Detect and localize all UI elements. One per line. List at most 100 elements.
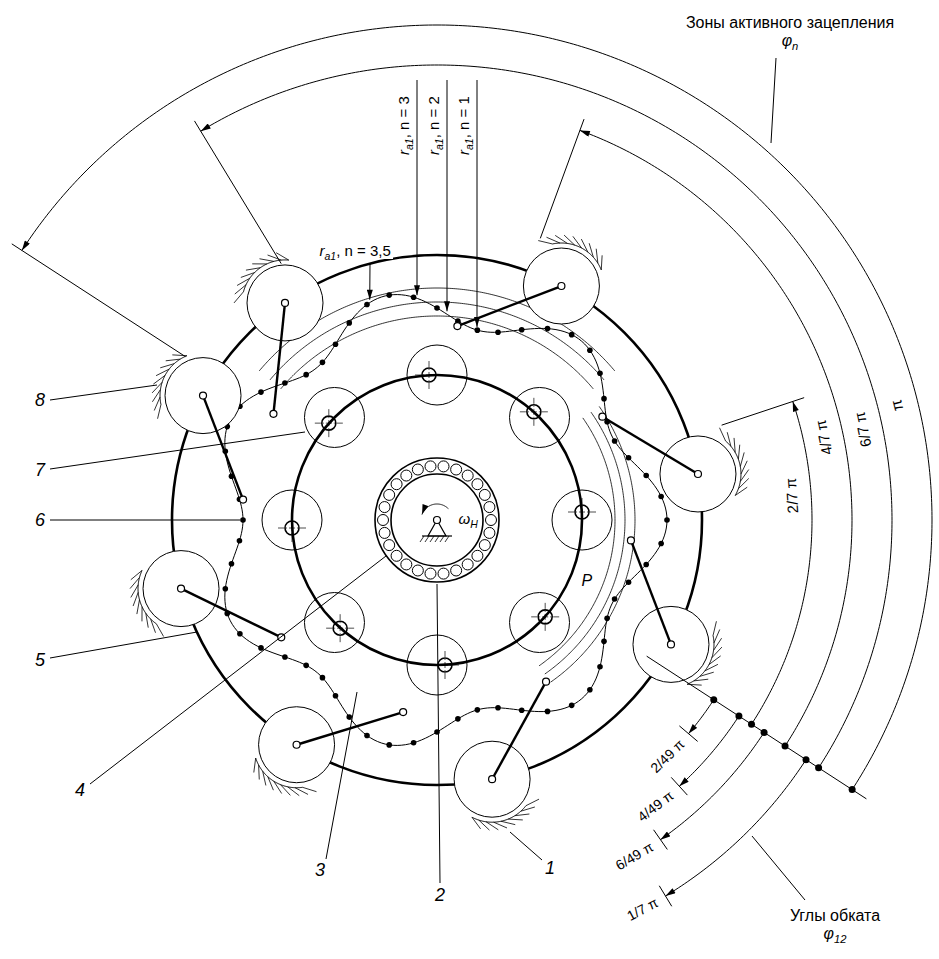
support-hatch <box>268 255 282 260</box>
text-run: a1 <box>432 138 444 150</box>
rolling-start-point <box>735 713 742 720</box>
lever-joint <box>627 537 634 544</box>
bearing-outer-ring <box>375 458 499 582</box>
profile-point <box>626 579 632 585</box>
profile-point <box>364 302 370 308</box>
text-run: Зоны активного зацепления <box>686 14 894 31</box>
roller-path-profile <box>225 295 667 746</box>
text-run: 2/49 π <box>647 736 687 776</box>
text-run: n <box>792 40 798 52</box>
profile-point <box>658 541 664 547</box>
support-hatch <box>501 821 515 824</box>
lever-arm <box>492 682 546 780</box>
support-hatch <box>521 807 535 811</box>
zone-arc <box>201 65 892 768</box>
pitch-arc <box>539 418 615 666</box>
roller-axis <box>667 641 674 648</box>
support-arc <box>243 260 288 292</box>
radius-label: ra1, n = 3,5 <box>318 242 393 259</box>
support-hatch <box>738 445 739 460</box>
fixed-roller <box>143 551 219 627</box>
leader-line <box>510 832 542 860</box>
support-hatch <box>280 785 290 796</box>
roller-axis <box>282 299 289 306</box>
support-arc <box>552 243 601 270</box>
profile-point <box>303 663 309 669</box>
profile-point <box>587 347 593 353</box>
support-hatch <box>246 268 260 270</box>
support-hatch <box>160 364 174 368</box>
text-run: , n = 3 <box>394 96 411 138</box>
support-hatch <box>714 629 720 642</box>
crank-arm <box>534 412 540 418</box>
lever-joint <box>400 709 407 716</box>
leader-line <box>50 520 240 521</box>
crank-arm <box>329 417 335 423</box>
roller-axis <box>178 585 185 592</box>
crank-arm <box>291 520 293 528</box>
text-run: 4/7 π <box>811 419 835 457</box>
leader-line <box>437 584 440 883</box>
text-run: 2 <box>435 885 445 905</box>
satellite-roller <box>304 387 364 447</box>
profile-point <box>587 687 593 693</box>
text-run: , n = 3,5 <box>336 242 391 259</box>
rolling-angle-arc <box>679 716 739 786</box>
lever-joint <box>543 678 550 685</box>
callout-number: 5 <box>33 650 47 671</box>
support-hatch <box>596 249 598 264</box>
profile-point <box>386 292 392 298</box>
profile-point <box>282 654 288 660</box>
bearing-ball <box>384 489 395 500</box>
outer-circle <box>172 255 702 785</box>
bearing-ball <box>378 515 389 526</box>
bearing-ball <box>462 470 473 481</box>
support-hatch <box>526 799 539 806</box>
profile-point <box>333 341 339 347</box>
profile-point <box>601 639 607 645</box>
callout-number: 4 <box>73 780 87 801</box>
support-hatch <box>303 787 317 791</box>
profile-point <box>519 707 525 713</box>
support-hatch <box>515 814 530 816</box>
profile-point <box>364 733 370 739</box>
profile-point <box>495 705 501 711</box>
ground-hatch <box>435 536 439 542</box>
zone-angle: π <box>887 396 908 415</box>
crank-arm <box>581 512 583 520</box>
axis-line <box>582 498 583 526</box>
profile-point <box>612 438 618 444</box>
support-hatch <box>581 239 588 252</box>
roller-axis <box>558 283 565 290</box>
support-hatch <box>137 600 140 614</box>
text-run: ω <box>459 510 471 527</box>
support-hatch <box>151 619 156 633</box>
ground-hatch <box>425 536 429 542</box>
support-hatch <box>734 438 735 453</box>
profile-point <box>237 538 243 544</box>
profile-point <box>643 562 649 568</box>
text-run: 1/7 π <box>624 894 661 924</box>
bearing-ball <box>451 464 462 475</box>
support-hatch <box>712 647 722 658</box>
zone-start-point <box>815 764 822 771</box>
radius-label: ra1, n = 1 <box>454 94 471 157</box>
support-hatch <box>258 765 260 780</box>
crank-arm <box>429 374 437 376</box>
profile-point <box>258 389 264 395</box>
text-run: 4 <box>75 780 85 800</box>
text-run: 4/49 π <box>635 787 677 825</box>
support-hatch <box>735 487 747 495</box>
profile-point <box>643 473 649 479</box>
callout-number: 3 <box>313 860 327 881</box>
tip-circle-arc <box>281 316 594 389</box>
support-hatch <box>260 259 274 262</box>
callout-number: 7 <box>33 460 47 481</box>
zone-end-ray <box>722 398 805 426</box>
support-hatch <box>589 243 593 257</box>
lever-joint <box>240 496 247 503</box>
text-run: 5 <box>35 650 45 670</box>
support-hatch <box>152 382 162 393</box>
lever-arm <box>181 589 281 638</box>
roller-axis <box>200 392 207 399</box>
